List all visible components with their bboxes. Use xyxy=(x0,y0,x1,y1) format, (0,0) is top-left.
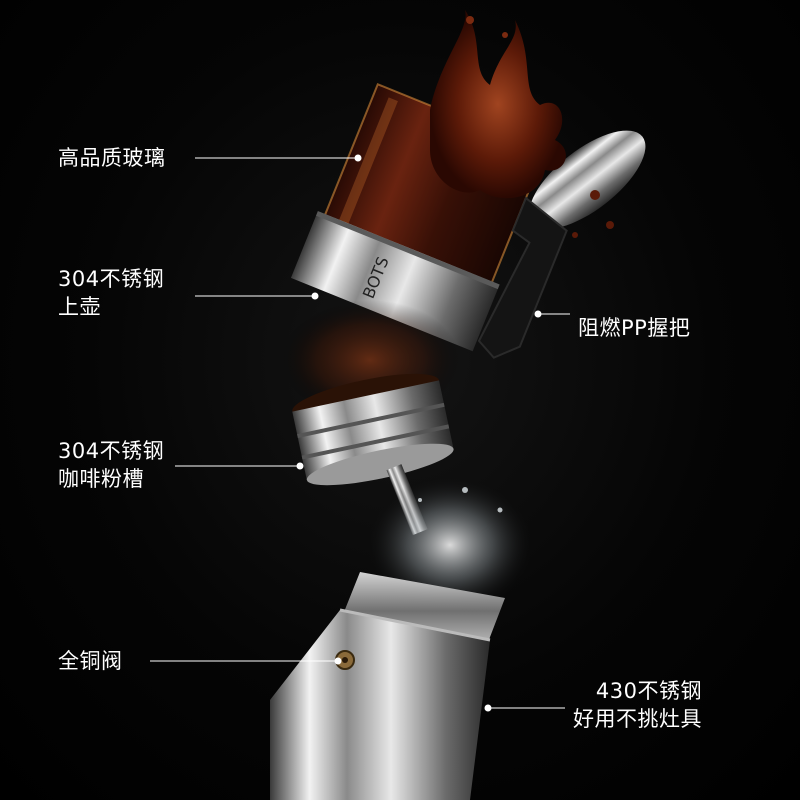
callout-upper-pot-line2: 上壶 xyxy=(58,295,101,319)
callout-coffee-basket: 304不锈钢 咖啡粉槽 xyxy=(58,437,164,493)
callout-glass: 高品质玻璃 xyxy=(58,144,166,172)
callout-glass-text: 高品质玻璃 xyxy=(58,146,166,170)
callout-base-line2: 好用不挑灶具 xyxy=(573,707,702,731)
coffee-basket xyxy=(292,373,454,536)
callout-valve: 全铜阀 xyxy=(58,647,123,675)
callout-handle-text: 阻燃PP握把 xyxy=(578,316,691,340)
callout-handle: 阻燃PP握把 xyxy=(578,314,690,342)
boiler-base xyxy=(270,572,505,800)
callout-upper-pot: 304不锈钢 上壶 xyxy=(58,265,164,321)
callout-coffee-basket-line2: 咖啡粉槽 xyxy=(58,467,144,491)
callout-valve-text: 全铜阀 xyxy=(58,649,123,673)
callout-lines xyxy=(150,154,570,712)
callout-coffee-basket-line1: 304不锈钢 xyxy=(58,439,165,463)
callout-base-line1: 430不锈钢 xyxy=(595,679,702,703)
water-splash xyxy=(365,475,535,615)
callout-base: 430不锈钢 好用不挑灶具 xyxy=(573,677,702,733)
callout-upper-pot-line1: 304不锈钢 xyxy=(58,267,165,291)
coffee-splash xyxy=(430,10,614,238)
